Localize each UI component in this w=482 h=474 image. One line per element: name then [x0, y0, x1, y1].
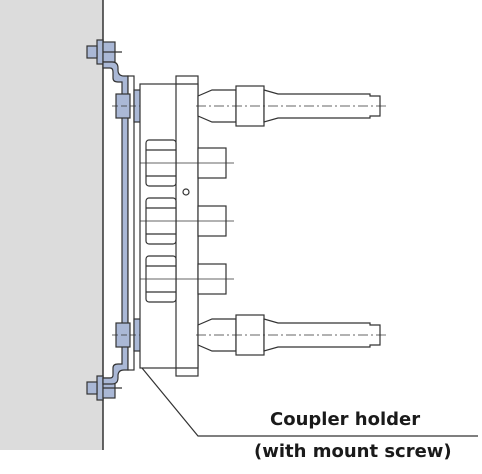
middle-sockets [140, 139, 234, 303]
mounting-wall [0, 0, 103, 450]
bottom-wall-bolt [86, 375, 122, 401]
callout-title: Coupler holder [270, 409, 421, 430]
callout-subtitle: (with mount screw) [254, 441, 452, 462]
bottom-coupler-plug [196, 314, 388, 356]
top-coupler-plug [196, 85, 388, 127]
callout-leader-line [141, 367, 478, 437]
